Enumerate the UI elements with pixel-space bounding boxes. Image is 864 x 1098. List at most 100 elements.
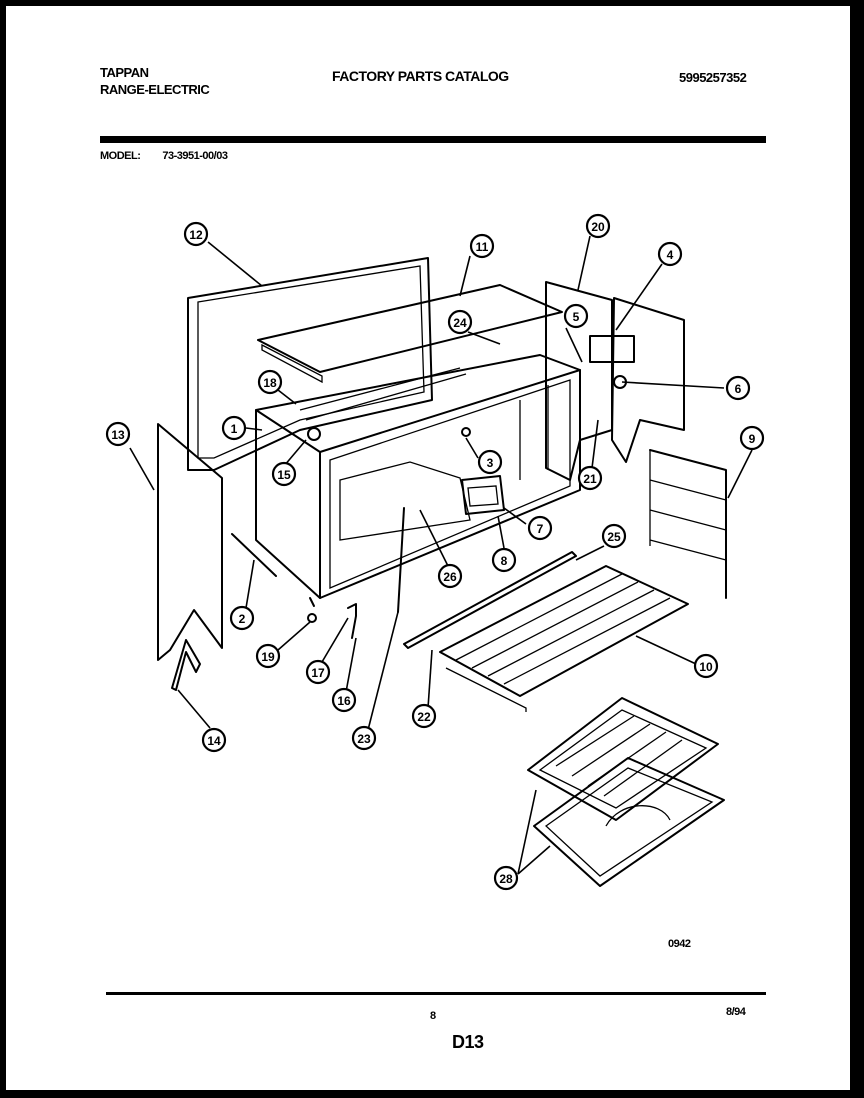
callout-number: 18 [263, 376, 277, 390]
callout-11: 11 [469, 233, 495, 259]
part-strip [231, 533, 277, 577]
callout-number: 14 [207, 734, 221, 748]
callout-4: 4 [657, 241, 683, 267]
callout-number: 11 [476, 240, 489, 254]
callout-circle [477, 449, 503, 475]
callout-number: 17 [311, 666, 325, 680]
callout-circle [447, 309, 473, 335]
callout-circle [491, 547, 517, 573]
callout-circle [271, 461, 297, 487]
callout-18: 18 [257, 369, 283, 395]
callout-number: 21 [583, 472, 597, 486]
part-top-panel [257, 284, 563, 384]
part-door-seal [403, 551, 577, 649]
callout-number: 7 [537, 522, 544, 536]
footer-rule [106, 992, 766, 995]
callout-number: 25 [607, 530, 621, 544]
callout-number: 8 [501, 554, 508, 568]
callout-circle [257, 369, 283, 395]
callout-9: 9 [739, 425, 765, 451]
callout-number: 26 [443, 570, 457, 584]
callout-13: 13 [105, 421, 131, 447]
part-receptacle [461, 475, 505, 515]
catalog-title: FACTORY PARTS CATALOG [332, 68, 509, 84]
callout-1: 1 [221, 415, 247, 441]
callout-number: 16 [337, 694, 351, 708]
callout-circle [221, 415, 247, 441]
callout-21: 21 [577, 465, 603, 491]
callout-circle [693, 653, 719, 679]
callout-10: 10 [693, 653, 719, 679]
callout-20: 20 [585, 213, 611, 239]
callout-circle [469, 233, 495, 259]
callout-number: 9 [749, 432, 756, 446]
callout-circle [577, 465, 603, 491]
callout-circle [183, 221, 209, 247]
callout-24: 24 [447, 309, 473, 335]
callout-14: 14 [201, 727, 227, 753]
product-type: RANGE-ELECTRIC [100, 82, 210, 97]
part-control-bracket [589, 297, 685, 463]
callout-circle [601, 523, 627, 549]
callout-16: 16 [331, 687, 357, 713]
part-rod [397, 507, 405, 613]
callout-number: 4 [667, 248, 674, 262]
callout-circle [411, 703, 437, 729]
callout-number: 23 [357, 732, 371, 746]
drawing-code: 0942 [668, 938, 691, 950]
callout-circle [725, 375, 751, 401]
brand-block: TAPPAN RANGE-ELECTRIC [100, 64, 210, 98]
callout-22: 22 [411, 703, 437, 729]
part-broiler-pan [527, 697, 725, 887]
revision-date: 8/94 [726, 1006, 746, 1018]
callout-circle [585, 213, 611, 239]
callout-number: 2 [239, 612, 246, 626]
callout-circle [305, 659, 331, 685]
model-row: MODEL: 73-3951-00/03 [100, 150, 228, 162]
page-number: 8 [430, 1010, 436, 1022]
callout-circle [201, 727, 227, 753]
callout-circle [739, 425, 765, 451]
callout-3: 3 [477, 449, 503, 475]
callout-circle [527, 515, 553, 541]
catalog-sheet [6, 6, 850, 1090]
callout-number: 28 [499, 872, 513, 886]
callout-circle [331, 687, 357, 713]
callout-number: 12 [189, 228, 203, 242]
callout-circle [351, 725, 377, 751]
section-code: D13 [452, 1032, 484, 1052]
callout-circle [493, 865, 519, 891]
callout-circle [437, 563, 463, 589]
callout-number: 1 [231, 422, 238, 436]
callout-25: 25 [601, 523, 627, 549]
callout-number: 22 [417, 710, 431, 724]
callout-6: 6 [725, 375, 751, 401]
callout-number: 5 [573, 310, 580, 324]
callout-leaders [129, 235, 753, 875]
callout-12: 12 [183, 221, 209, 247]
callout-5: 5 [563, 303, 589, 329]
callout-8: 8 [491, 547, 517, 573]
callout-number: 24 [453, 316, 467, 330]
callout-number: 20 [591, 220, 605, 234]
part-small-hardware [307, 427, 357, 639]
callout-23: 23 [351, 725, 377, 751]
header-rule [100, 136, 766, 143]
model-value: 73-3951-00/03 [162, 150, 228, 162]
callout-19: 19 [255, 643, 281, 669]
callout-2: 2 [229, 605, 255, 631]
callout-circle [105, 421, 131, 447]
callout-circle [229, 605, 255, 631]
model-label: MODEL: [100, 150, 141, 162]
callout-number: 13 [111, 428, 125, 442]
part-oven-cavity [255, 354, 581, 599]
callout-circle [657, 241, 683, 267]
callout-7: 7 [527, 515, 553, 541]
callout-number: 3 [487, 456, 494, 470]
callout-number: 10 [699, 660, 713, 674]
callout-number: 6 [735, 382, 742, 396]
part-left-side-panel [157, 423, 223, 661]
